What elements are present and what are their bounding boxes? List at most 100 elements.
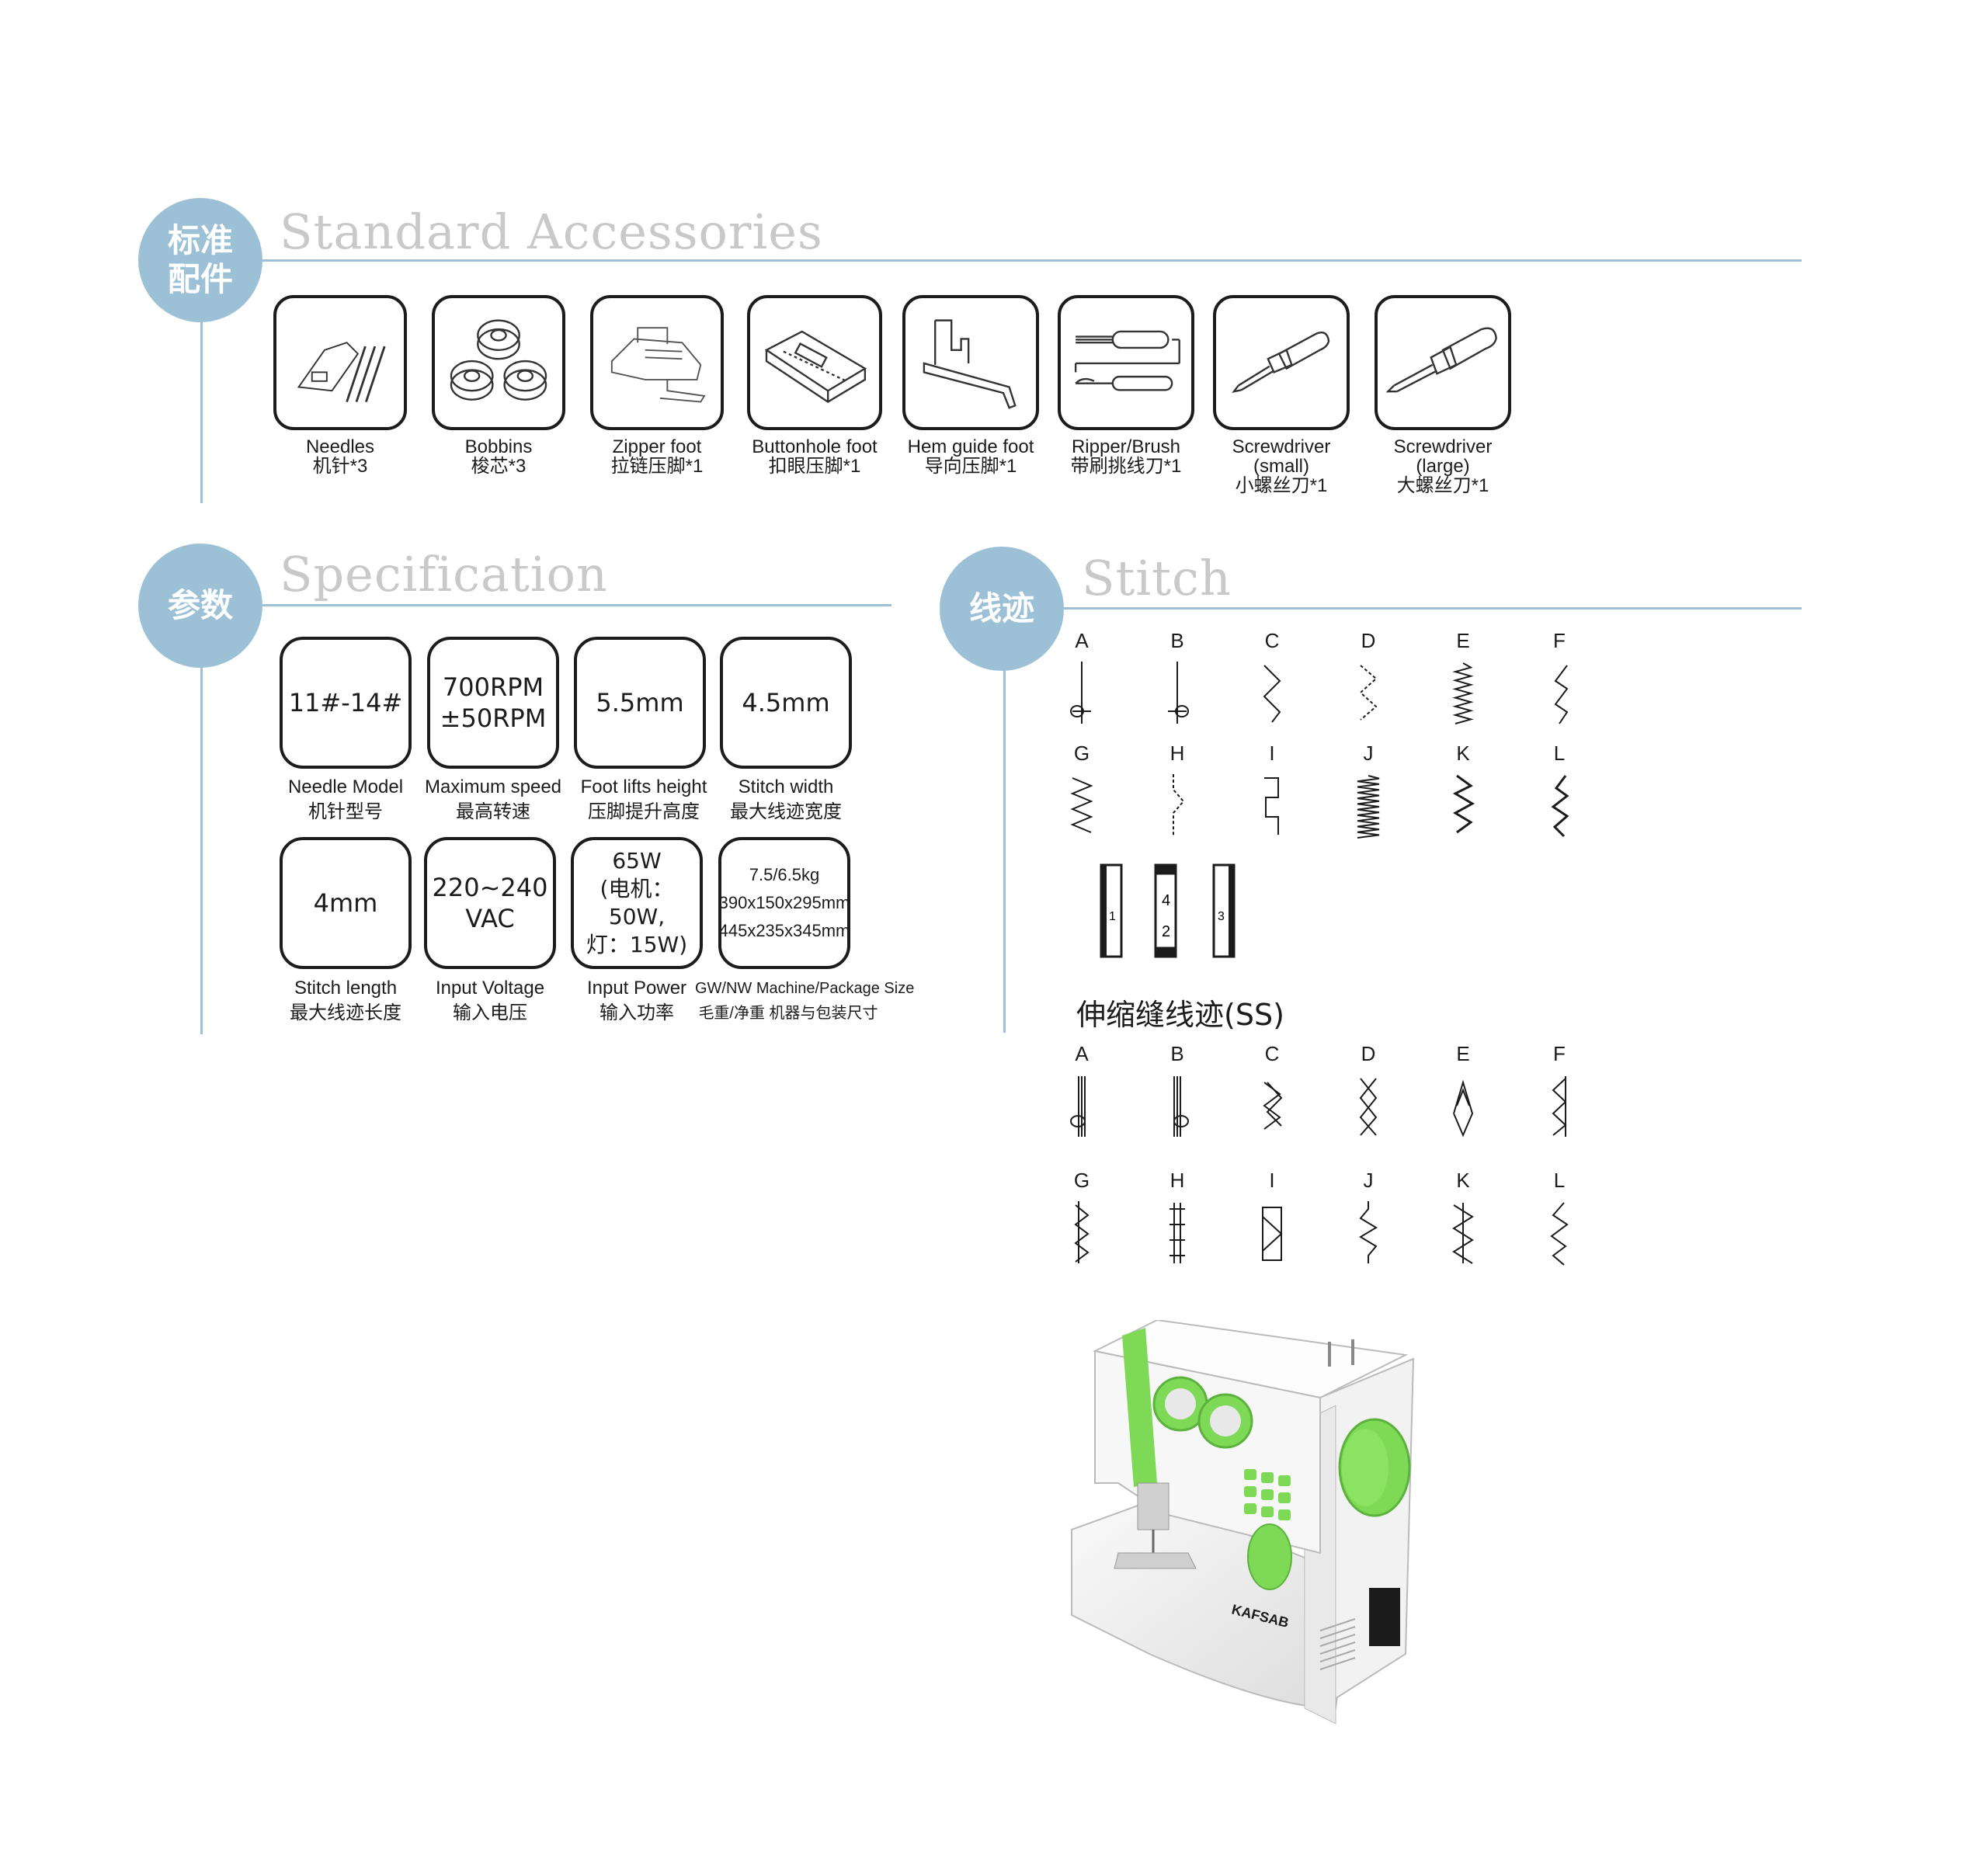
spec-input-power-caption: Input Power 输入功率 <box>559 976 714 1026</box>
stitch-pattern-icon <box>1453 1079 1474 1138</box>
stitch-letter: E <box>1456 629 1470 652</box>
accessory-needles <box>273 295 407 430</box>
stitch-letter: H <box>1170 742 1185 765</box>
caption-ripper-brush: Ripper/Brush 带刷挑线刀*1 <box>1044 437 1208 476</box>
stitch-letter: D <box>1361 629 1376 652</box>
caption-cn: 机针*3 <box>312 456 368 477</box>
buttonhole-label: 2 <box>1162 923 1170 940</box>
accessory-screwdriver-small <box>1213 295 1350 430</box>
stitch-letter: G <box>1073 1169 1090 1192</box>
caption-cn: 导向压脚*1 <box>924 456 1017 477</box>
caption-cn: 最大线迹长度 <box>290 1002 401 1023</box>
buttonhole-label: 4 <box>1162 892 1170 909</box>
stitch-pattern-icon <box>1550 1202 1569 1266</box>
caption-en-sub: (large) <box>1416 456 1470 477</box>
spec-value-line: 220~240 <box>432 873 548 902</box>
stitch-pattern-icon <box>1263 1082 1283 1130</box>
stitch-pattern-icon <box>1452 1203 1474 1264</box>
caption-en-sub: (small) <box>1253 456 1309 477</box>
caption-cn: 最高转速 <box>456 801 530 822</box>
stitch-letter: G <box>1073 742 1090 765</box>
spec-value-line: 4mm <box>313 888 378 918</box>
accessory-ripper-brush <box>1058 295 1194 430</box>
spec-stitch-length-value: 4mm <box>280 837 412 969</box>
spec-value-line: 700RPM <box>442 672 544 702</box>
caption-cn: 最大线迹宽度 <box>730 801 842 822</box>
stitch-letter: B <box>1170 1042 1184 1065</box>
spec-stitch-length-caption: Stitch length 最大线迹长度 <box>268 976 423 1026</box>
caption-bobbins: Bobbins 梭芯*3 <box>421 437 576 476</box>
stitch-letter: L <box>1553 1169 1566 1192</box>
ripper-brush-icon <box>1074 330 1180 391</box>
spec-value-line: 65W <box>612 848 662 874</box>
caption-en: Needle Model <box>287 776 404 797</box>
stitch-pattern-icon <box>1173 774 1185 836</box>
stitch-letter: C <box>1264 629 1280 652</box>
stitch-letter: B <box>1170 629 1184 652</box>
caption-cn: 输入电压 <box>453 1002 527 1023</box>
caption-zipper-foot: Zipper foot 拉链压脚*1 <box>579 437 735 476</box>
spec-stitch-width-caption: Stitch width 最大线迹宽度 <box>708 775 864 825</box>
buttonhole-pattern: 1 4 2 3 <box>1100 863 1236 958</box>
accessory-bobbins <box>432 295 565 430</box>
caption-en: Foot lifts height <box>580 776 707 797</box>
spec-value-line: 445x235x345mm <box>718 921 850 940</box>
stitch-letter: A <box>1075 629 1089 652</box>
stitch-letter: E <box>1456 1042 1470 1065</box>
caption-en: Buttonhole foot <box>752 436 878 457</box>
stitch-badge: 线迹 <box>940 547 1064 671</box>
caption-cn: 输入功率 <box>600 1002 674 1023</box>
stitch-pattern-icon <box>1357 775 1380 839</box>
accessory-zipper-foot <box>590 295 724 430</box>
specification-title: Specification <box>280 546 608 603</box>
caption-cn: 毛重/净重 机器与包装尺寸 <box>698 1005 878 1022</box>
stitch-pattern-icon <box>1170 1203 1185 1263</box>
screwdriver-large-icon <box>1385 327 1497 393</box>
spec-value-line: 11#-14# <box>288 688 403 717</box>
caption-en: Stitch length <box>294 978 398 999</box>
caption-en: Input Voltage <box>435 978 545 999</box>
caption-hem-guide-foot: Hem guide foot 导向压脚*1 <box>889 437 1052 476</box>
caption-en: Ripper/Brush <box>1071 436 1181 457</box>
accessory-buttonhole-foot <box>747 295 882 430</box>
spec-foot-lift-value: 5.5mm <box>574 637 706 769</box>
stitch-pattern-icon <box>1552 1076 1567 1137</box>
spec-value-line: ±50RPM <box>440 703 547 733</box>
stitch-pattern-icon <box>1359 1078 1378 1136</box>
spec-needle-model-caption: Needle Model 机针型号 <box>268 775 423 825</box>
buttonhole-label: 3 <box>1218 910 1225 923</box>
spec-value-line: 灯：15W) <box>586 932 688 957</box>
stitch-pattern-icon <box>1070 1076 1086 1137</box>
buttonhole-label: 1 <box>1109 910 1116 923</box>
specification-timeline <box>200 660 203 1034</box>
stitch-pattern-icon <box>1074 1201 1090 1263</box>
accessories-timeline <box>200 295 203 503</box>
caption-en: GW/NW Machine/Package Size <box>695 980 915 997</box>
caption-en: Bobbins <box>464 436 533 457</box>
caption-en: Maximum speed <box>424 776 562 797</box>
spec-needle-model-value: 11#-14# <box>280 637 412 769</box>
spec-value-line: 7.5/6.5kg <box>749 865 820 884</box>
stitch-title: Stitch <box>1082 550 1232 606</box>
stretch-stitch-title: 伸缩缝线迹(SS) <box>1076 998 1284 1032</box>
needles-icon <box>297 342 386 402</box>
buttonhole-foot-icon <box>764 330 867 403</box>
stitch-pattern-icon <box>1359 1201 1378 1263</box>
stitch-letter: K <box>1456 1169 1470 1192</box>
caption-cn: 机针型号 <box>308 801 383 822</box>
caption-en: Input Power <box>586 978 687 999</box>
spec-input-power-value: 65W (电机：50W, 灯：15W) <box>571 837 703 969</box>
stitch-letter: L <box>1553 742 1566 765</box>
hem-guide-foot-icon <box>923 319 1017 409</box>
spec-max-speed-value: 700RPM ±50RPM <box>427 637 559 769</box>
caption-en: Hem guide foot <box>907 436 1034 457</box>
stitch-pattern-icon <box>1168 662 1189 724</box>
stitch-pattern-icon <box>1554 665 1569 724</box>
stitch-pattern-icon <box>1551 775 1569 838</box>
accessory-hem-guide-foot <box>902 295 1039 430</box>
stitch-letter: D <box>1361 1042 1376 1065</box>
stitch-pattern-icon <box>1359 665 1378 721</box>
accessory-screwdriver-large <box>1375 295 1511 430</box>
spec-stitch-width-value: 4.5mm <box>720 637 852 769</box>
spec-value-line: (电机：50W, <box>600 876 674 929</box>
